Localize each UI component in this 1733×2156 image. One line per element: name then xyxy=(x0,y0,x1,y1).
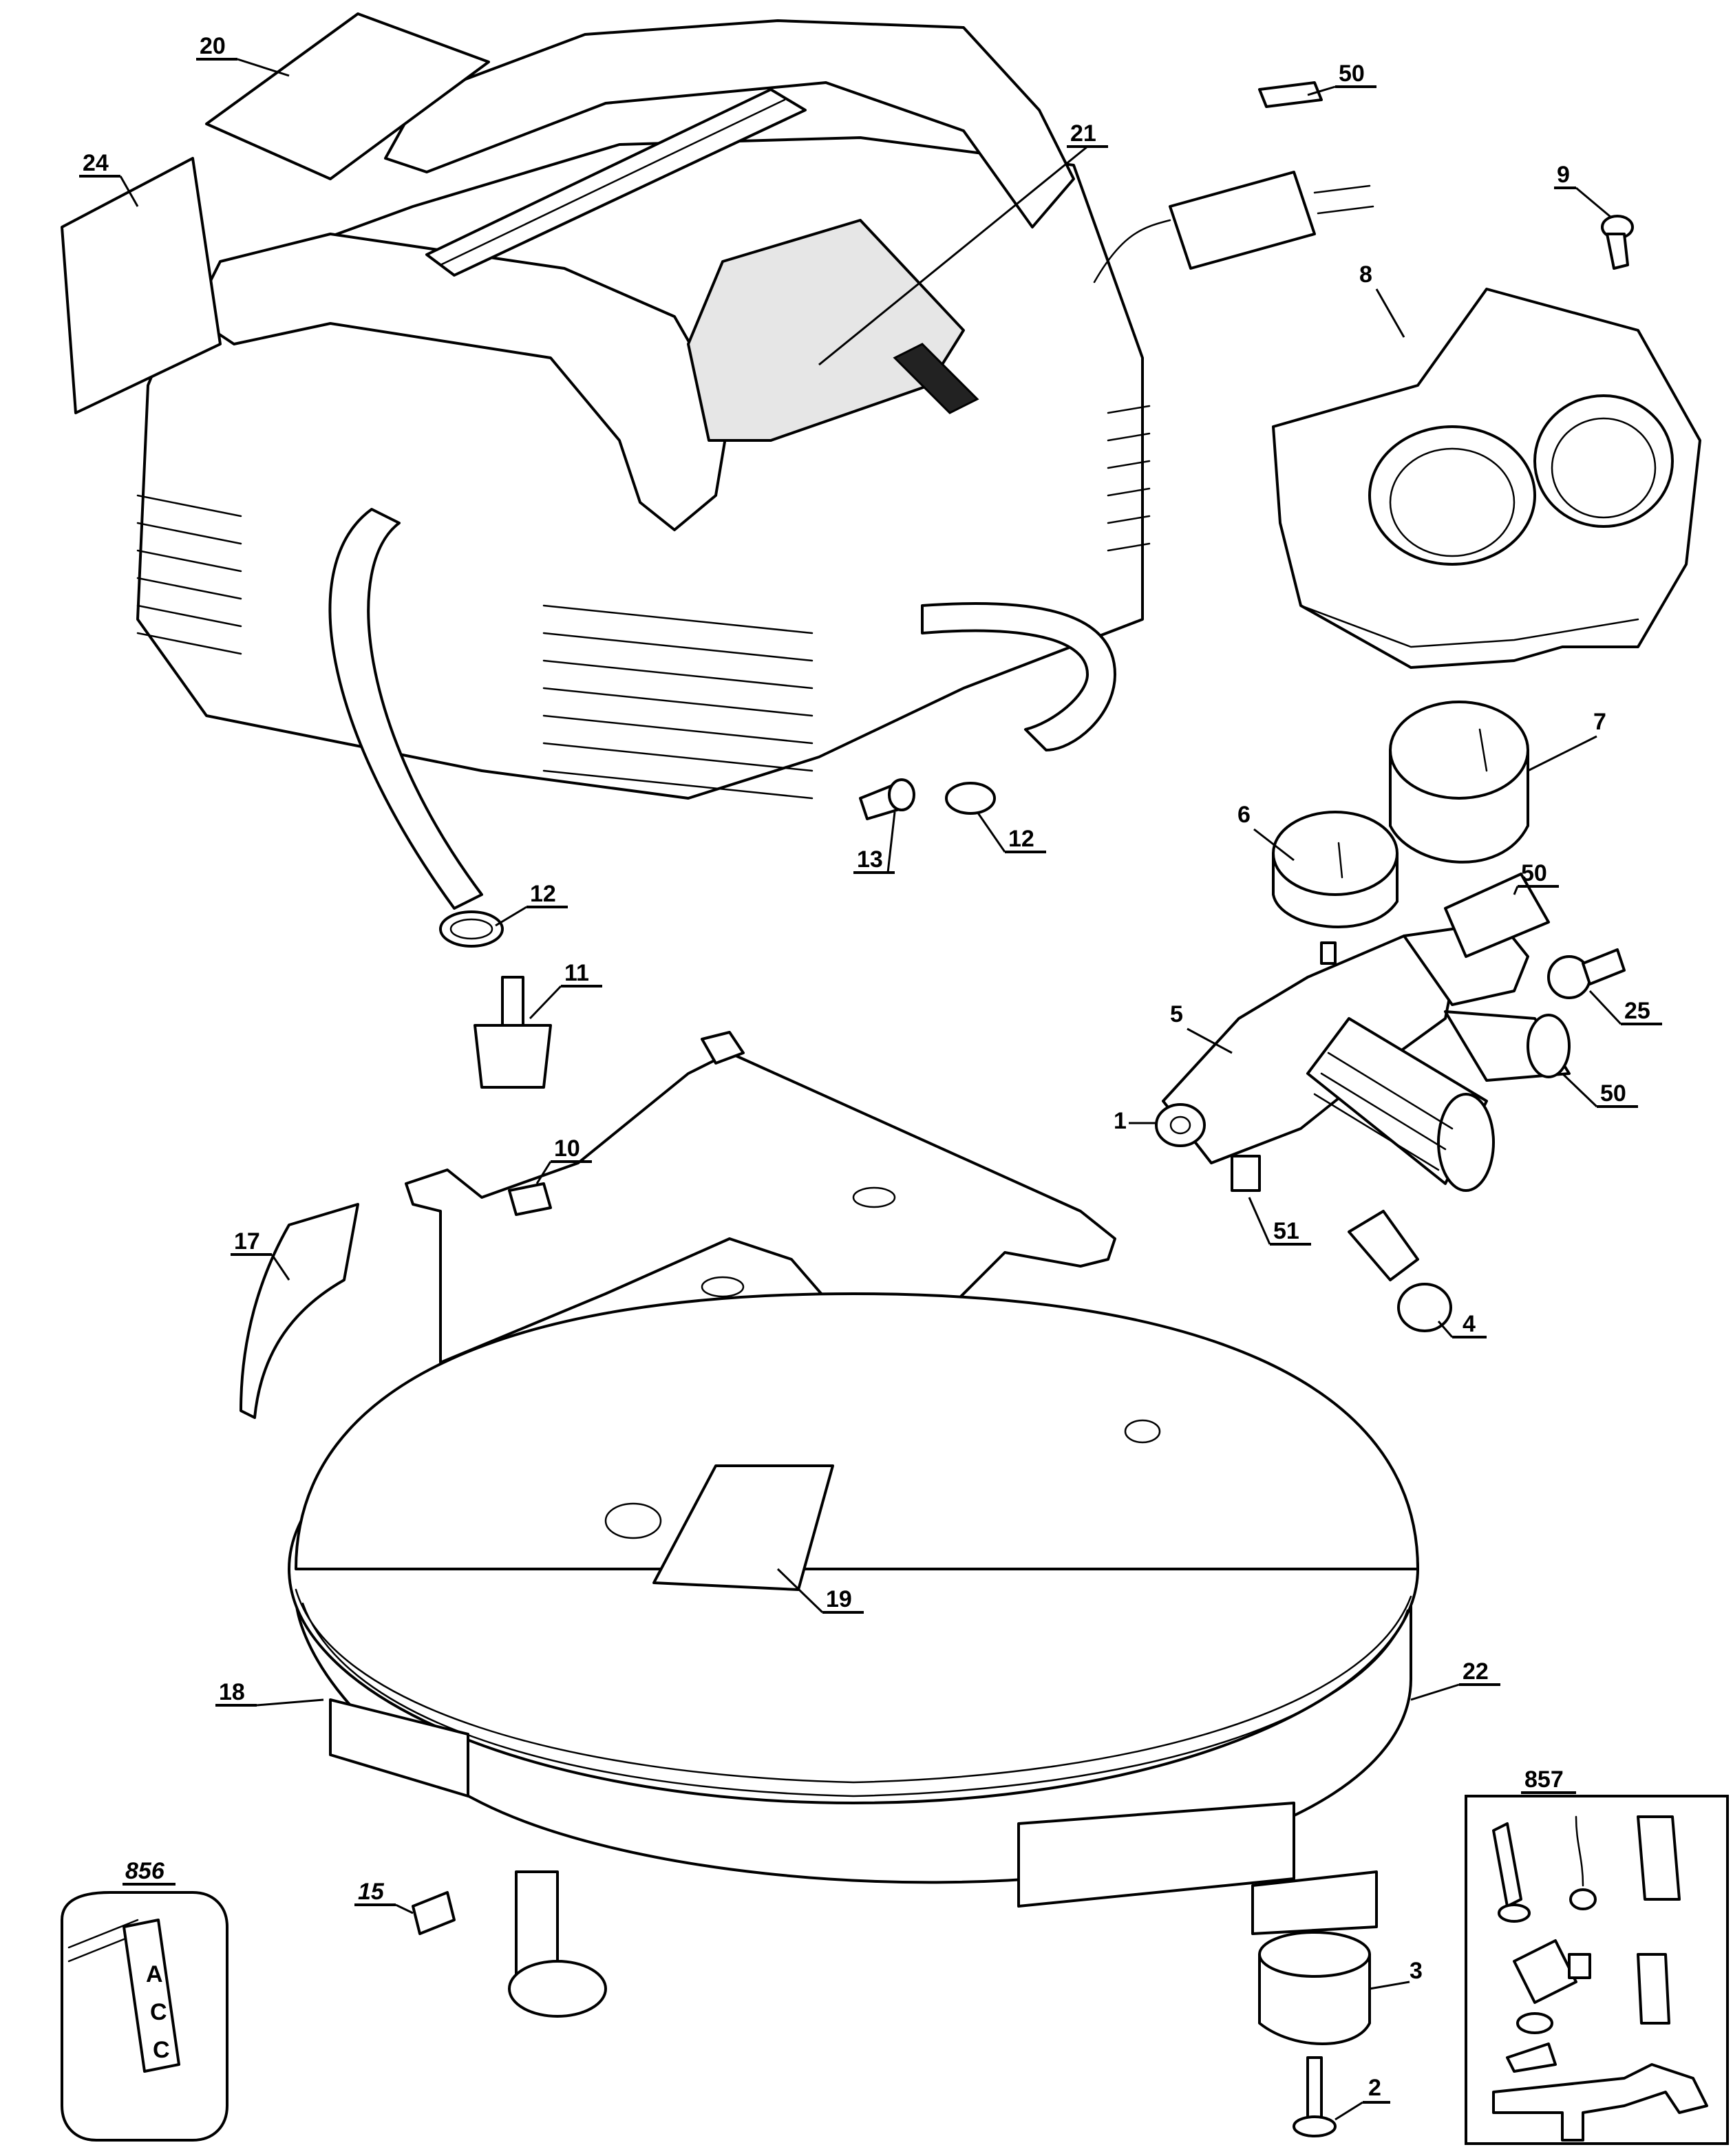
acc-tag-letter-1: A xyxy=(146,1961,163,1987)
callout-4: 4 xyxy=(1463,1311,1476,1337)
air-hose-left xyxy=(328,508,483,910)
screw-9 xyxy=(1601,215,1634,270)
callout-19: 19 xyxy=(826,1586,852,1612)
accessory-kit-857 xyxy=(1465,1795,1729,2145)
callout-10: 10 xyxy=(554,1135,580,1162)
callout-3: 3 xyxy=(1410,1958,1423,1984)
callout-7: 7 xyxy=(1593,709,1606,735)
rubber-foot-3 xyxy=(1258,1931,1371,2045)
callout-22: 20 xyxy=(200,33,226,59)
screw-13 xyxy=(859,778,915,820)
callout-13: 13 xyxy=(857,846,883,873)
gauge-6 xyxy=(1272,811,1399,965)
callout-18: 18 xyxy=(219,1679,245,1705)
callout-24: 25 xyxy=(1624,998,1650,1024)
callout-23: 24 xyxy=(83,150,109,176)
vent-grille-side xyxy=(1107,405,1151,552)
decal-23 xyxy=(61,157,222,414)
clamp-12-lower xyxy=(439,910,504,948)
callout-50-bottom: 50 xyxy=(1600,1080,1626,1107)
fitting-24 xyxy=(1547,948,1626,999)
gauge-7 xyxy=(1389,701,1529,864)
acc-tag-856: A C C xyxy=(61,1891,228,2142)
callout-11: 11 xyxy=(564,960,589,986)
decal-25 xyxy=(1258,81,1323,108)
callout-856: 856 xyxy=(125,1858,165,1884)
callout-50-top: 50 xyxy=(1521,860,1547,886)
clamp-12-upper xyxy=(945,782,996,815)
callout-9: 9 xyxy=(1557,162,1570,188)
callout-2: 2 xyxy=(1368,2075,1381,2101)
callout-20: 22 xyxy=(1463,1658,1489,1685)
safety-valve-4 xyxy=(1348,1210,1452,1332)
callout-6: 6 xyxy=(1237,802,1251,828)
motor-shroud-assembly xyxy=(136,19,1374,910)
decal-20 xyxy=(1017,1802,1295,1908)
decal-22 xyxy=(205,12,490,180)
pump-cover xyxy=(1272,288,1701,669)
callout-857: 857 xyxy=(1524,1767,1564,1793)
callout-15: 15 xyxy=(358,1879,385,1905)
air-hose-right xyxy=(921,601,1116,751)
bolt-2 xyxy=(1293,2056,1337,2137)
callout-12-lower: 12 xyxy=(530,881,556,907)
callout-25: 50 xyxy=(1339,61,1365,87)
callout-51: 51 xyxy=(1273,1218,1299,1244)
decal-18 xyxy=(329,1698,469,1797)
pancake-tank xyxy=(288,1292,1419,2018)
callout-21: 21 xyxy=(1070,120,1096,147)
manifold-assembly xyxy=(1155,873,1571,1192)
callout-12-upper: 12 xyxy=(1008,826,1034,852)
callout-1: 1 xyxy=(1114,1108,1127,1134)
vent-grille-right xyxy=(542,604,814,800)
power-plug xyxy=(1169,171,1316,270)
callout-8: 8 xyxy=(1359,262,1372,288)
callout-17: 17 xyxy=(234,1228,260,1255)
callout-5: 5 xyxy=(1170,1001,1183,1027)
acc-tag-letter-2: C xyxy=(150,1999,167,2025)
power-cord xyxy=(1093,219,1171,284)
callouts: 20 24 50 21 9 8 7 6 50 25 xyxy=(79,33,1662,2121)
decal-17 xyxy=(240,1203,359,1419)
fitting-11 xyxy=(474,976,552,1089)
vent-grille-left xyxy=(136,494,242,655)
acc-tag-letter-3: C xyxy=(153,2037,170,2063)
